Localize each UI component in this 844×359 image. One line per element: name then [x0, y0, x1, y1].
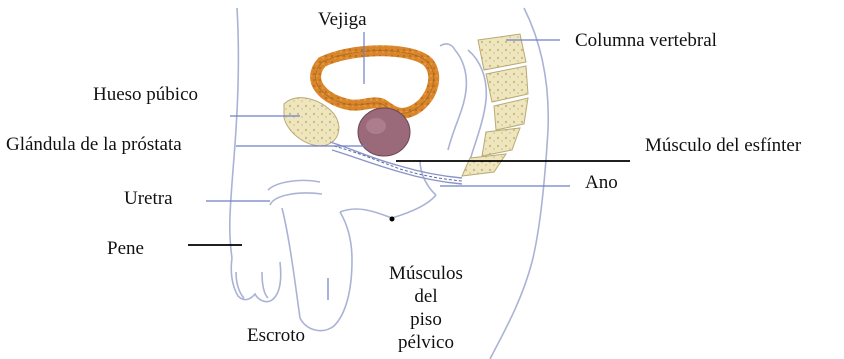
label-anus: Ano — [585, 172, 618, 194]
label-scrotum: Escroto — [247, 325, 305, 347]
label-bladder: Vejiga — [318, 9, 367, 31]
label-penis: Pene — [107, 238, 144, 260]
label-pelvic-floor-line3: piso — [376, 308, 476, 331]
bladder — [316, 51, 434, 114]
label-urethra: Uretra — [124, 188, 173, 210]
prostate-gland — [358, 108, 410, 156]
pubic-bone — [284, 98, 339, 146]
label-prostate: Glándula de la próstata — [6, 134, 182, 156]
label-pelvic-floor-line1: Músculos — [376, 262, 476, 285]
label-pubic-bone: Hueso púbico — [93, 84, 198, 106]
label-pelvic-floor-line4: pélvico — [376, 331, 476, 354]
label-pelvic-floor: Músculos del piso pélvico — [376, 262, 476, 354]
label-pelvic-floor-line2: del — [376, 285, 476, 308]
black-leaders — [188, 161, 630, 245]
label-sphincter: Músculo del esfínter — [645, 135, 801, 157]
label-spine: Columna vertebral — [575, 30, 717, 52]
